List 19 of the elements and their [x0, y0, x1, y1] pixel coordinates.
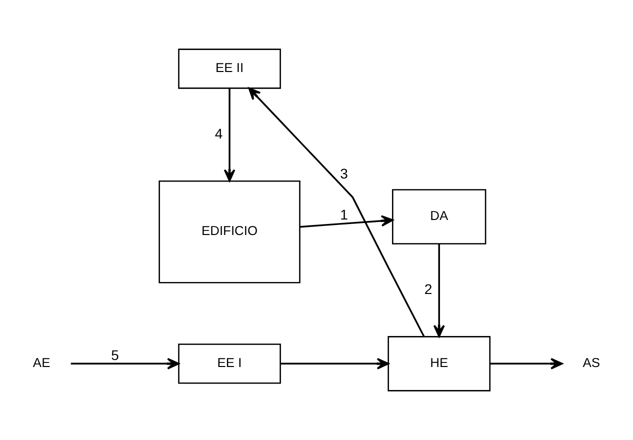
node-text: AE — [32, 355, 50, 370]
arrow — [224, 88, 236, 182]
edge-label: 4 — [214, 125, 223, 142]
node-text: AS — [582, 355, 600, 370]
edge-label: 2 — [424, 280, 432, 297]
arrow — [490, 358, 563, 370]
node-box: EDIFICIO — [158, 180, 300, 284]
arrow — [300, 215, 394, 228]
arrow — [248, 87, 425, 337]
arrow — [433, 244, 445, 338]
edge-label: 3 — [340, 165, 348, 182]
edge-label: 5 — [111, 346, 119, 363]
arrow — [70, 358, 180, 370]
node-box: EE II — [178, 48, 281, 89]
node-box: EE I — [178, 344, 281, 384]
edge-label: 1 — [340, 206, 348, 222]
arrow — [280, 358, 390, 370]
node-box: DA — [392, 189, 486, 244]
node-box: HE — [388, 336, 491, 392]
